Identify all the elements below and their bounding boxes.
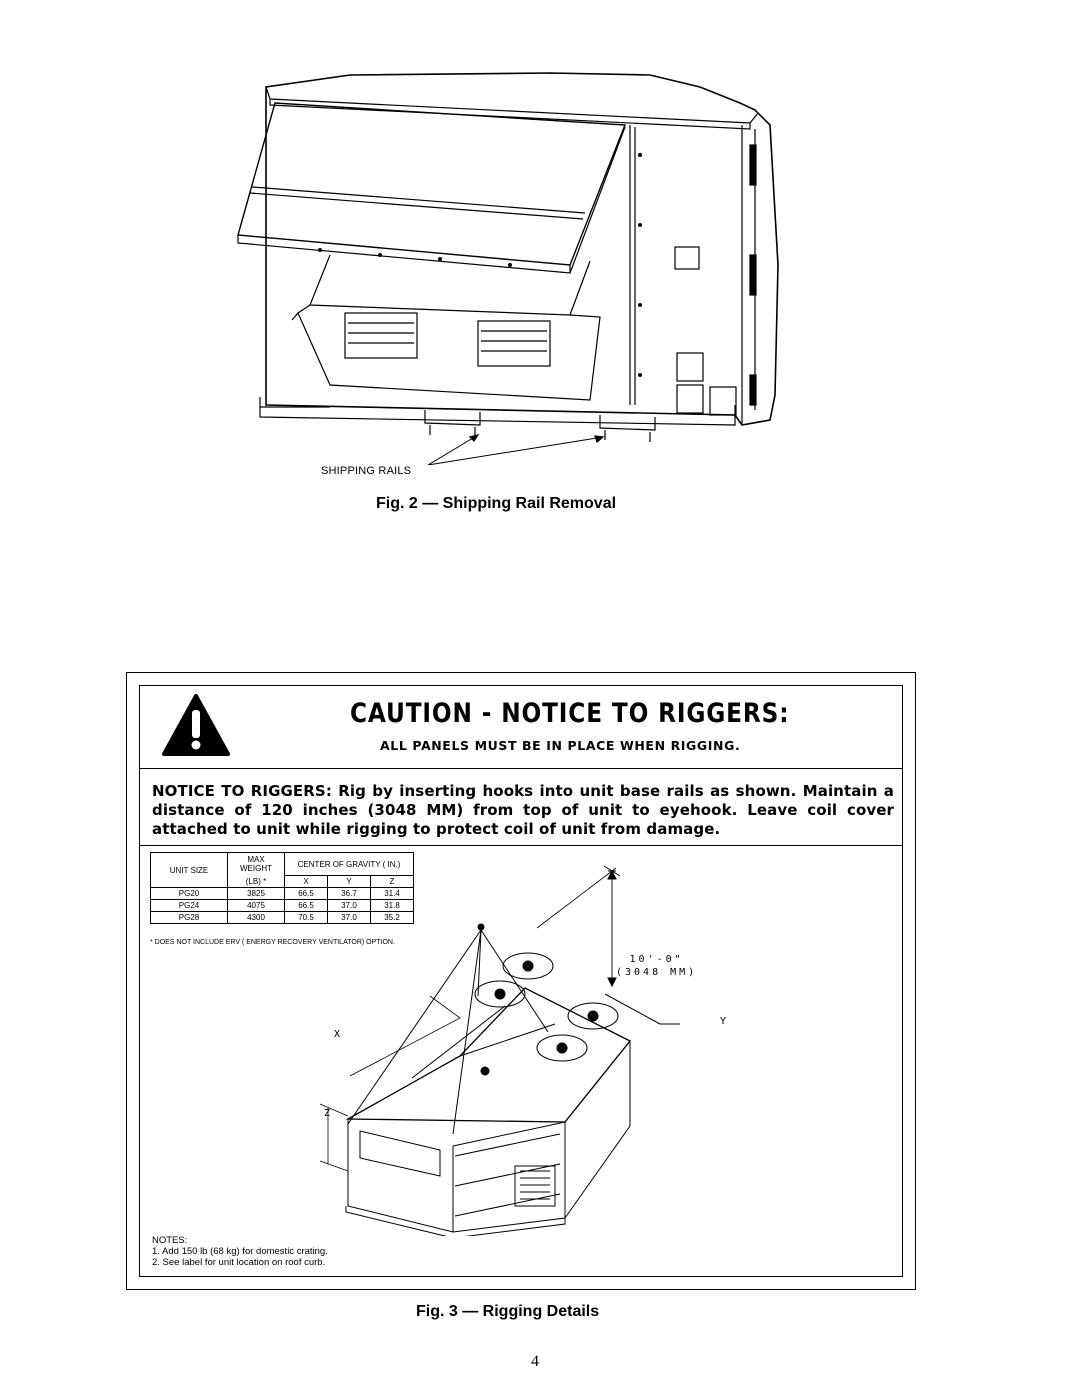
warning-triangle-icon [162, 694, 230, 756]
unit-size-header: UNIT SIZE [150, 852, 228, 888]
rigging-caution-box: CAUTION - NOTICE TO RIGGERS: ALL PANELS … [126, 672, 916, 1290]
unit-cell: PG28 [150, 911, 228, 924]
z-dimension-label: Z [324, 1108, 331, 1119]
y-dimension-label: Y [720, 1016, 727, 1027]
page-number: 4 [531, 1353, 539, 1370]
unit-cell: PG20 [150, 887, 228, 900]
max-label: MAX [247, 855, 265, 865]
shipping-rails-callout: SHIPPING RAILS [321, 465, 412, 477]
caution-subtitle: ALL PANELS MUST BE IN PLACE WHEN RIGGING… [380, 738, 741, 753]
notes-heading: NOTES: [152, 1235, 188, 1246]
rigging-illustration [319, 865, 680, 1236]
lb-header: (LB) * [227, 875, 285, 888]
note-1: 1. Add 150 lb (68 kg) for domestic crati… [152, 1246, 328, 1257]
x-dimension-label: X [334, 1029, 341, 1040]
table-row: PG28 4300 70.5 37.0 35.2 [150, 911, 414, 924]
center-of-gravity-table: UNIT SIZE MAX WEIGHT CENTER OF GRAVITY (… [150, 852, 414, 924]
rigging-caution-inner: CAUTION - NOTICE TO RIGGERS: ALL PANELS … [139, 685, 903, 1277]
weight-cell: 3825 [227, 887, 285, 900]
cg-header: CENTER OF GRAVITY ( IN.) [284, 852, 414, 876]
dimension-feet: 10'-0" [629, 954, 684, 965]
caution-title: CAUTION - NOTICE TO RIGGERS: [350, 698, 790, 729]
rigging-notes: NOTES: 1. Add 150 lb (68 kg) for domesti… [152, 1235, 328, 1268]
figure-3-caption: Fig. 3 — Rigging Details [416, 1303, 600, 1320]
max-weight-header: MAX WEIGHT [227, 852, 285, 876]
note-2: 2. See label for unit location on roof c… [152, 1257, 326, 1268]
weight-cell: 4075 [227, 899, 285, 912]
notice-divider [140, 845, 902, 846]
weight-label: WEIGHT [240, 864, 272, 874]
weight-cell: 4300 [227, 911, 285, 924]
table-footnote: * DOES NOT INCLUDE ERV ( ENERGY RECOVERY… [150, 939, 395, 946]
dimension-mm: (3048 MM) [616, 967, 698, 978]
notice-to-riggers-text: NOTICE TO RIGGERS: Rig by inserting hook… [152, 782, 894, 838]
eyehook-distance-label: 10'-0" (3048 MM) [616, 953, 697, 979]
caution-header: CAUTION - NOTICE TO RIGGERS: ALL PANELS … [140, 686, 902, 769]
shipping-rail-illustration [237, 72, 779, 465]
unit-cell: PG24 [150, 899, 228, 912]
figure-2-caption: Fig. 2 — Shipping Rail Removal [376, 495, 617, 512]
z-cell: 35.2 [370, 911, 414, 924]
